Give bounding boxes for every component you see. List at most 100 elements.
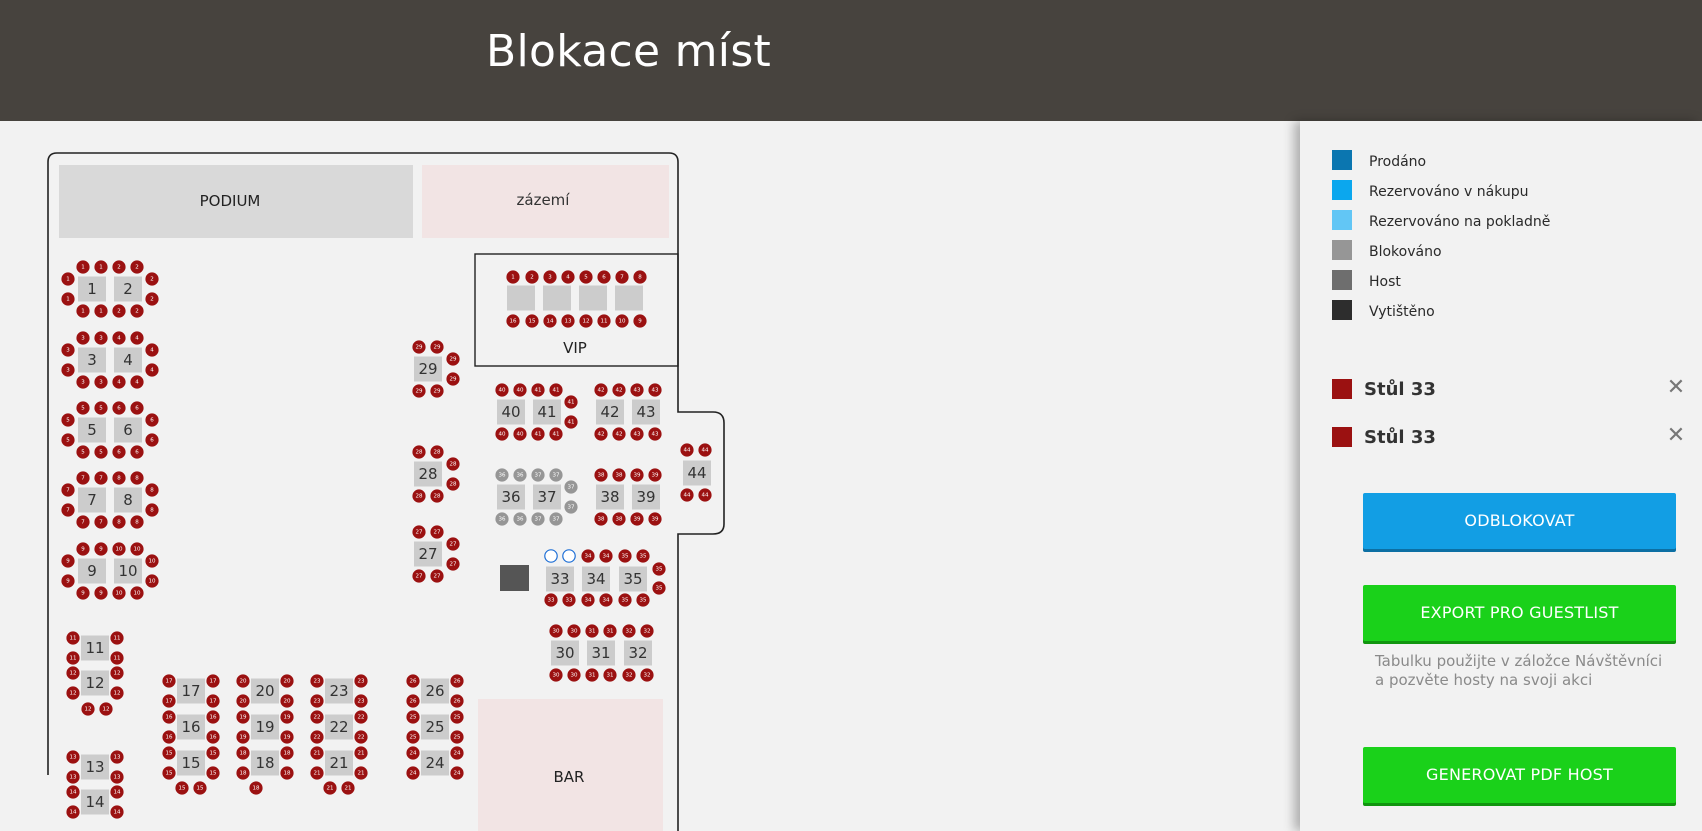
seat[interactable]: [280, 674, 294, 688]
seat[interactable]: [495, 427, 509, 441]
seat[interactable]: [110, 666, 124, 680]
seat[interactable]: [495, 512, 509, 526]
seat[interactable]: [76, 401, 90, 415]
seat[interactable]: [130, 515, 144, 529]
seat[interactable]: [94, 260, 108, 274]
seat[interactable]: [145, 343, 159, 357]
seat[interactable]: [61, 433, 75, 447]
seat[interactable]: [76, 542, 90, 556]
table-13[interactable]: [81, 754, 109, 780]
table-27[interactable]: [414, 541, 442, 567]
generate-pdf-host-button[interactable]: GENEROVAT PDF HOST: [1363, 747, 1676, 803]
seat[interactable]: [236, 710, 250, 724]
seat[interactable]: [112, 304, 126, 318]
table-30[interactable]: [551, 640, 579, 666]
seat[interactable]: [130, 401, 144, 415]
seat[interactable]: [430, 569, 444, 583]
seat[interactable]: [145, 413, 159, 427]
seat[interactable]: [112, 445, 126, 459]
seat[interactable]: [525, 270, 539, 284]
seat[interactable]: [61, 503, 75, 517]
table-25[interactable]: [421, 714, 449, 740]
table-1[interactable]: [78, 276, 106, 302]
seat[interactable]: [112, 331, 126, 345]
seat[interactable]: [412, 569, 426, 583]
seat[interactable]: [145, 554, 159, 568]
seat[interactable]: [612, 468, 626, 482]
close-icon[interactable]: ✕: [1666, 375, 1686, 400]
seat[interactable]: [66, 686, 80, 700]
seat[interactable]: [145, 363, 159, 377]
seat[interactable]: [495, 468, 509, 482]
seat[interactable]: [446, 352, 460, 366]
seat[interactable]: [630, 468, 644, 482]
seat[interactable]: [66, 785, 80, 799]
table-2[interactable]: [114, 276, 142, 302]
selected-seat[interactable]: [544, 549, 558, 563]
seat[interactable]: [630, 427, 644, 441]
seat[interactable]: [354, 694, 368, 708]
seat[interactable]: [130, 260, 144, 274]
seat[interactable]: [412, 489, 426, 503]
table-14[interactable]: [81, 789, 109, 815]
seat[interactable]: [564, 395, 578, 409]
seat[interactable]: [130, 445, 144, 459]
table-38[interactable]: [596, 484, 624, 510]
seat[interactable]: [450, 694, 464, 708]
table-3[interactable]: [78, 347, 106, 373]
seat[interactable]: [94, 445, 108, 459]
seat[interactable]: [206, 766, 220, 780]
seat[interactable]: [612, 427, 626, 441]
seat[interactable]: [94, 304, 108, 318]
seat[interactable]: [110, 651, 124, 665]
seat[interactable]: [597, 270, 611, 284]
seat[interactable]: [513, 383, 527, 397]
seat[interactable]: [612, 383, 626, 397]
seat[interactable]: [310, 730, 324, 744]
table-12[interactable]: [81, 670, 109, 696]
seat[interactable]: [698, 488, 712, 502]
table-37[interactable]: [533, 484, 561, 510]
seat[interactable]: [549, 383, 563, 397]
seat[interactable]: [94, 515, 108, 529]
seat[interactable]: [622, 624, 636, 638]
seat[interactable]: [236, 746, 250, 760]
seat[interactable]: [354, 766, 368, 780]
table-v2[interactable]: [543, 285, 571, 311]
table-10[interactable]: [114, 558, 142, 584]
seat[interactable]: [280, 766, 294, 780]
seat[interactable]: [112, 401, 126, 415]
table-15[interactable]: [177, 750, 205, 776]
seat[interactable]: [130, 304, 144, 318]
seat[interactable]: [110, 785, 124, 799]
seat[interactable]: [579, 270, 593, 284]
seat[interactable]: [110, 631, 124, 645]
seat[interactable]: [513, 427, 527, 441]
seat[interactable]: [94, 542, 108, 556]
seat[interactable]: [446, 477, 460, 491]
seat[interactable]: [599, 593, 613, 607]
seat[interactable]: [640, 668, 654, 682]
seat[interactable]: [130, 542, 144, 556]
seat[interactable]: [648, 512, 662, 526]
seat[interactable]: [567, 624, 581, 638]
seat[interactable]: [450, 766, 464, 780]
table-17[interactable]: [177, 678, 205, 704]
seat[interactable]: [564, 480, 578, 494]
seat[interactable]: [162, 674, 176, 688]
seat[interactable]: [206, 694, 220, 708]
seat[interactable]: [110, 770, 124, 784]
seat[interactable]: [603, 668, 617, 682]
table-36[interactable]: [497, 484, 525, 510]
seat[interactable]: [564, 500, 578, 514]
seat[interactable]: [236, 766, 250, 780]
seat[interactable]: [531, 383, 545, 397]
seat[interactable]: [130, 375, 144, 389]
seat[interactable]: [110, 805, 124, 819]
unblock-button[interactable]: ODBLOKOVAT: [1363, 493, 1676, 549]
seat[interactable]: [406, 710, 420, 724]
seat[interactable]: [594, 427, 608, 441]
seat[interactable]: [61, 483, 75, 497]
